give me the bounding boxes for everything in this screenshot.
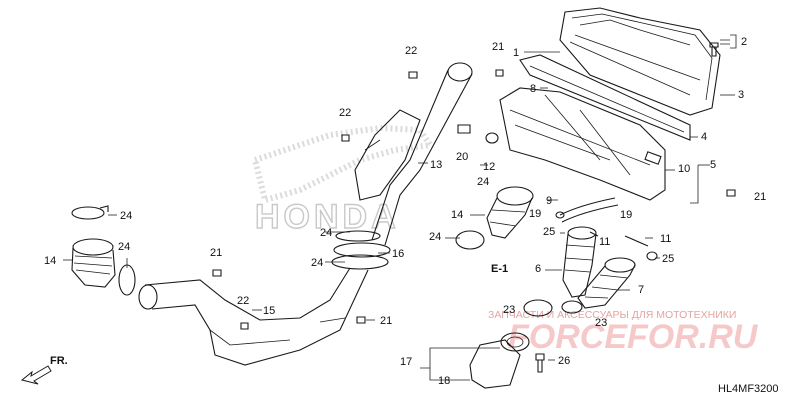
- screw-2: [709, 42, 719, 57]
- callout-8[interactable]: 8: [530, 83, 536, 95]
- clamp-left-bottom: [118, 264, 136, 296]
- clamp-left-top: [71, 205, 109, 220]
- intake-tube: [354, 62, 473, 246]
- bolt-26: [535, 353, 545, 373]
- plate-17-18: [469, 332, 530, 389]
- honda-watermark-text: HONDA: [255, 198, 400, 236]
- callout-7[interactable]: 7: [638, 284, 644, 296]
- band-16: [331, 230, 391, 270]
- hose-9: [559, 197, 619, 223]
- air-cleaner-cover: [559, 7, 721, 116]
- air-cleaner-case: [499, 87, 666, 201]
- front-direction-arrow: FR.: [20, 355, 68, 385]
- callout-19-b[interactable]: 19: [620, 209, 632, 221]
- callout-26[interactable]: 26: [558, 355, 570, 367]
- connecting-boot-14-right: [455, 186, 534, 250]
- callout-12[interactable]: 12: [483, 161, 495, 173]
- callout-21-c[interactable]: 21: [210, 247, 222, 259]
- callout-17[interactable]: 17: [400, 356, 412, 368]
- callout-11-b[interactable]: 11: [660, 233, 671, 245]
- callout-6[interactable]: 6: [535, 263, 541, 275]
- connecting-boot-left: [71, 238, 116, 288]
- site-watermark-logo: FORCEFOR.RU: [508, 318, 759, 356]
- callout-14-a[interactable]: 14: [44, 255, 56, 267]
- callout-25-b[interactable]: 25: [662, 253, 674, 265]
- callout-1[interactable]: 1: [513, 47, 519, 59]
- callout-10[interactable]: 10: [678, 163, 690, 175]
- callout-22-b[interactable]: 22: [339, 107, 351, 119]
- callout-13[interactable]: 13: [430, 159, 442, 171]
- callout-22-a[interactable]: 22: [405, 45, 417, 57]
- callout-20[interactable]: 20: [456, 151, 468, 163]
- callout-2[interactable]: 2: [741, 36, 747, 48]
- section-reference[interactable]: E-1: [491, 263, 508, 275]
- callout-22-c[interactable]: 22: [237, 295, 249, 307]
- ring-23: [523, 299, 583, 317]
- callout-3[interactable]: 3: [738, 89, 744, 101]
- callout-23-b[interactable]: 23: [595, 317, 607, 329]
- connecting-tube-7: [577, 257, 636, 309]
- callout-24-c[interactable]: 24: [477, 176, 489, 188]
- callout-4[interactable]: 4: [701, 131, 707, 143]
- leader-lines: [63, 34, 737, 381]
- callout-numbers: 1 2 3 4 5 6 7 8 9 10 11 11 12 13 14 14 1…: [44, 36, 766, 387]
- callout-18[interactable]: 18: [438, 375, 450, 387]
- callout-24-b[interactable]: 24: [118, 241, 130, 253]
- callout-9[interactable]: 9: [546, 195, 552, 207]
- callout-21-b[interactable]: 21: [754, 191, 766, 203]
- clip-11: [589, 231, 649, 247]
- callout-24-f[interactable]: 24: [429, 231, 441, 243]
- bolts: [212, 69, 736, 330]
- air-cleaner-element: [519, 54, 691, 141]
- front-label: FR.: [50, 355, 68, 367]
- callout-16[interactable]: 16: [392, 248, 404, 260]
- callout-14-b[interactable]: 14: [451, 209, 463, 221]
- connecting-tube-6: [562, 226, 597, 298]
- callout-24-a[interactable]: 24: [120, 210, 132, 222]
- callout-21-a[interactable]: 21: [492, 41, 504, 53]
- callout-23-a[interactable]: 23: [503, 304, 515, 316]
- callout-19-a[interactable]: 19: [529, 208, 541, 220]
- diagram-code: HL4MF3200: [718, 383, 779, 395]
- callout-24-d[interactable]: 24: [320, 227, 332, 239]
- callout-24-e[interactable]: 24: [311, 257, 323, 269]
- callout-15[interactable]: 15: [263, 305, 275, 317]
- callout-11-a[interactable]: 11: [599, 236, 610, 248]
- callout-21-d[interactable]: 21: [380, 315, 392, 327]
- callout-25-a[interactable]: 25: [543, 226, 555, 238]
- intake-duct: [138, 267, 369, 366]
- callout-5[interactable]: 5: [710, 159, 716, 171]
